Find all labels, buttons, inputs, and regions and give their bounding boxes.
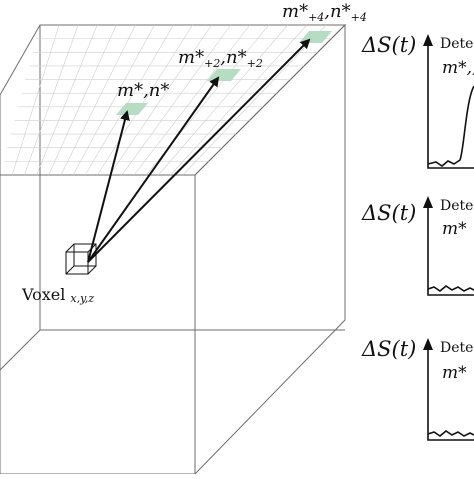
grid-line — [48, 24, 117, 176]
detector-patches — [116, 31, 332, 115]
detector-label-2-sep: ,n* — [220, 47, 246, 68]
grid-line — [133, 24, 250, 176]
panel-3-detector-label: Detec — [440, 340, 474, 356]
grid-line — [60, 24, 136, 176]
detector-patch — [207, 69, 241, 81]
voxel-edge — [65, 243, 75, 253]
grid-line — [158, 24, 289, 176]
panel-3-signal — [427, 430, 474, 437]
arrow-to-detector-1 — [87, 110, 130, 263]
grid-line — [85, 24, 174, 176]
detector-label-2-base: m* — [178, 47, 204, 68]
signal-panel-3: ΔS(t) Detec m* — [361, 337, 474, 441]
panel-1-signal — [427, 85, 474, 167]
grid-line — [11, 24, 60, 176]
cube-front-face — [0, 174, 196, 475]
voxel-edge — [87, 265, 97, 275]
grid-line — [109, 24, 212, 176]
detector-patch — [299, 31, 332, 43]
voxel-label-coords: x,y,z — [70, 292, 94, 305]
detector-label-3-sep: ,n* — [324, 1, 350, 22]
detector-label-2-sub2: +2 — [247, 57, 263, 70]
grid-line — [170, 24, 308, 176]
detector-patch — [116, 103, 148, 115]
panel-2-detector-label: Detec — [440, 198, 474, 214]
voxel-label-text: Voxel — [21, 285, 65, 304]
cube — [0, 23, 347, 476]
projection-arrows — [87, 38, 311, 263]
voxel-edge — [65, 265, 75, 275]
detector-label-3-sub2: +4 — [351, 11, 367, 24]
cube-right-face — [194, 23, 346, 476]
panel-3-arrowhead — [423, 338, 433, 350]
detector-label-2: m*+2,n*+2 — [178, 47, 263, 70]
panel-1-axes — [427, 36, 474, 169]
grid-line — [182, 24, 327, 176]
detector-label-2-sub1: +2 — [204, 57, 220, 70]
grid-line — [121, 24, 231, 176]
panel-2-arrowhead — [423, 196, 433, 208]
grid-line — [36, 24, 98, 176]
detector-label-1: m*,n* — [117, 80, 169, 101]
grid-line — [97, 24, 193, 176]
detector-label-3: m*+4,n*+4 — [282, 1, 367, 24]
panel-2-signal — [427, 285, 474, 292]
panel-3-detector-sub: m* — [442, 363, 467, 383]
panel-2-detector-sub: m* — [442, 219, 467, 239]
panel-1-detector-sub: m*,, — [442, 58, 474, 78]
signal-panel-1: ΔS(t) Detec m*,, — [361, 33, 474, 169]
panel-1-arrowhead — [423, 34, 433, 46]
panel-3-delta-s: ΔS(t) — [361, 337, 416, 361]
detector-label-3-base: m* — [282, 1, 308, 22]
arrow-to-detector-3 — [87, 38, 311, 263]
voxel-cube-front — [65, 251, 89, 275]
signal-panel-2: ΔS(t) Detec m* — [361, 196, 474, 296]
detector-label-3-sub1: +4 — [308, 11, 324, 24]
panel-3-axes — [427, 340, 474, 441]
arrow-to-detector-2 — [87, 76, 220, 263]
panel-1-delta-s: ΔS(t) — [361, 33, 416, 57]
panel-2-axes — [427, 198, 474, 296]
cube-back-edge — [0, 329, 41, 371]
grid-line — [72, 24, 155, 176]
panel-2-delta-s: ΔS(t) — [361, 201, 416, 225]
panel-1-detector-label: Detec — [440, 36, 474, 52]
grid-line — [24, 24, 79, 176]
voxel-label: Voxel x,y,z — [21, 285, 94, 305]
